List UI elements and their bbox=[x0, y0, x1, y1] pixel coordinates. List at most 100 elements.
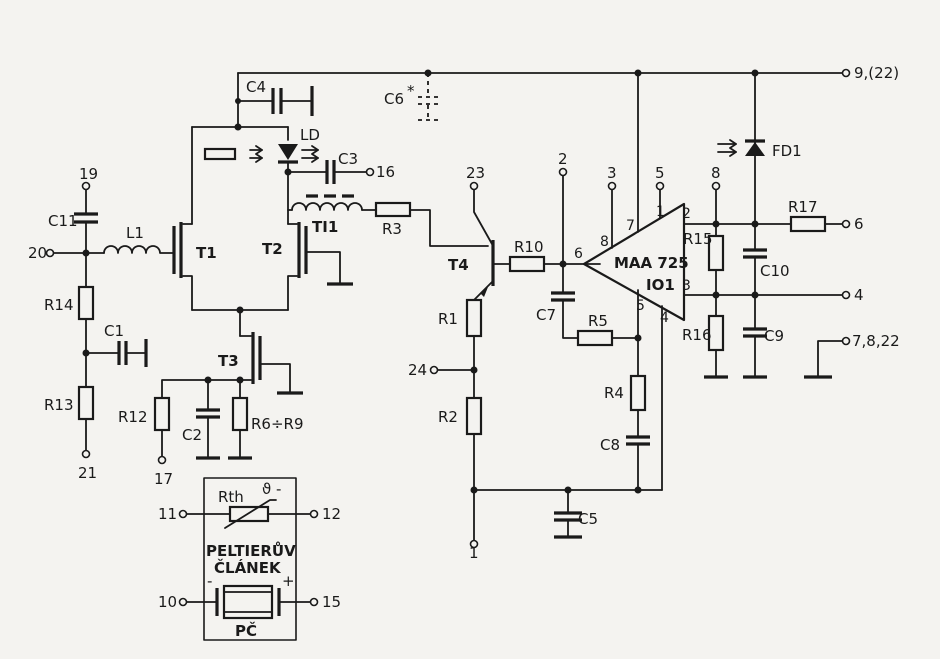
io1-label: IO1 bbox=[646, 276, 675, 294]
r2-label: R2 bbox=[438, 408, 458, 426]
c9-label: C9 bbox=[764, 327, 784, 345]
ground-bus: C5 bbox=[473, 486, 663, 539]
r6-r9-label: R6÷R9 bbox=[251, 415, 304, 433]
c2-label: C2 bbox=[182, 426, 202, 444]
resistor-r16: R16 bbox=[682, 294, 728, 379]
pin-4: 4 bbox=[660, 310, 669, 326]
theta-minus: - bbox=[276, 480, 281, 498]
terminal-5-label: 5 bbox=[655, 164, 665, 182]
terminal-11-label: 11 bbox=[158, 505, 177, 523]
terminal-12-label: 12 bbox=[322, 505, 341, 523]
pin-8: 8 bbox=[600, 234, 609, 250]
photodiode-fd1: FD1 bbox=[717, 72, 802, 225]
ld-label: LD bbox=[300, 126, 320, 144]
terminal-9-22-label: 9,(22) bbox=[854, 64, 899, 82]
resistor-r1: R1 24 bbox=[408, 298, 483, 399]
fet-pair bbox=[191, 126, 289, 337]
terminal-24 bbox=[429, 365, 439, 375]
terminal-3-label: 3 bbox=[607, 164, 617, 182]
terminal-11 bbox=[178, 509, 188, 519]
terminal-20 bbox=[45, 248, 55, 258]
terminal-4-group: 4 bbox=[841, 286, 864, 304]
pin-3: 3 bbox=[682, 278, 691, 294]
terminal-16-label: 16 bbox=[376, 163, 395, 181]
c11-label: C11 bbox=[48, 212, 78, 230]
t4-label: T4 bbox=[448, 256, 469, 274]
terminal-17 bbox=[157, 455, 167, 465]
resistor-r4: R4 bbox=[604, 289, 647, 437]
terminal-23-label: 23 bbox=[466, 164, 485, 182]
laser-diode-ld: LD bbox=[203, 126, 320, 225]
terminal-8-label: 8 bbox=[711, 164, 721, 182]
resistor-r2: R2 1 bbox=[438, 396, 483, 562]
terminal-7-8-22-label: 7,8,22 bbox=[852, 332, 900, 350]
terminal-19-label: 19 bbox=[79, 165, 98, 183]
peltier-subtitle: ČLÁNEK bbox=[214, 558, 282, 577]
terminal-20-label: 20 bbox=[28, 244, 47, 262]
terminal-24-label: 24 bbox=[408, 361, 427, 379]
pin-1: 1 bbox=[656, 204, 665, 220]
capacitor-c3: C3 16 bbox=[287, 150, 395, 184]
pin-5: 5 bbox=[636, 298, 645, 314]
c8-label: C8 bbox=[600, 436, 620, 454]
terminal-2-label: 2 bbox=[558, 150, 568, 168]
transistor-t4: 23 T4 bbox=[448, 164, 511, 309]
r10-label: R10 bbox=[514, 238, 544, 256]
resistor-r3: R3 bbox=[361, 201, 489, 247]
capacitor-c6: C6 * bbox=[384, 73, 438, 121]
pin-7: 7 bbox=[626, 218, 635, 234]
terminal-2 bbox=[558, 167, 568, 177]
r4-label: R4 bbox=[604, 384, 624, 402]
terminal-23 bbox=[469, 181, 479, 191]
ground-terminal-7-8-22: 7,8,22 bbox=[804, 332, 900, 379]
capacitor-c7: 2 C7 bbox=[536, 150, 579, 339]
rth-label: Rth bbox=[218, 488, 244, 506]
r13-label: R13 bbox=[44, 396, 74, 414]
r12-label: R12 bbox=[118, 408, 148, 426]
terminal-15-label: 15 bbox=[322, 593, 341, 611]
c4-label: C4 bbox=[246, 78, 266, 96]
c7-label: C7 bbox=[536, 306, 556, 324]
terminal-8 bbox=[711, 181, 721, 191]
t1-label: T1 bbox=[196, 244, 217, 262]
resistor-r6-r9: R6÷R9 bbox=[228, 396, 304, 460]
terminal-1-label: 1 bbox=[469, 544, 479, 562]
terminal-19 bbox=[81, 181, 91, 191]
terminal-3 bbox=[607, 181, 617, 191]
maa725-label: MAA 725 bbox=[614, 254, 689, 272]
transistor-t3: T3 bbox=[161, 332, 303, 411]
c1-label: C1 bbox=[104, 322, 124, 340]
theta-symbol: ϑ bbox=[262, 480, 271, 498]
terminal-4 bbox=[841, 290, 851, 300]
terminal-16 bbox=[365, 167, 375, 177]
capacitor-c4: C4 bbox=[237, 78, 314, 116]
r15-label: R15 bbox=[683, 230, 713, 248]
r14-label: R14 bbox=[44, 296, 74, 314]
resistor-r17: R17 6 bbox=[788, 198, 864, 233]
resistor-r12: R12 17 bbox=[118, 396, 173, 488]
capacitor-c8: C8 bbox=[600, 435, 650, 491]
t2-label: T2 bbox=[262, 240, 283, 258]
peltier-title: PELTIERŮV bbox=[206, 540, 296, 560]
terminal-6 bbox=[841, 219, 851, 229]
c5-label: C5 bbox=[578, 510, 598, 528]
inductor-ti1: TI1 bbox=[287, 194, 363, 236]
c10-label: C10 bbox=[760, 262, 790, 280]
r5-label: R5 bbox=[588, 312, 608, 330]
capacitor-c2: C2 bbox=[182, 408, 220, 460]
terminal-10 bbox=[178, 597, 188, 607]
opamp-maa725: MAA 725 IO1 7 3 8 5 1 2 6 3 5 4 bbox=[574, 72, 843, 491]
peltier-module: 11 12 Rth ϑ - PELTIERŮV ČLÁNEK 10 15 - +… bbox=[158, 477, 341, 641]
resistor-r10: R10 bbox=[508, 238, 601, 273]
supply-rail: 9,(22) bbox=[234, 64, 899, 131]
resistor-r5: R5 bbox=[576, 312, 642, 347]
terminal-21 bbox=[81, 449, 91, 459]
terminal-4-label: 4 bbox=[854, 286, 864, 304]
terminal-7-8-22 bbox=[841, 336, 851, 346]
fd1-label: FD1 bbox=[772, 142, 802, 160]
terminal-5 bbox=[655, 181, 665, 191]
resistor-r15: 8 R15 bbox=[683, 164, 725, 296]
pc-label: PČ bbox=[235, 621, 257, 640]
